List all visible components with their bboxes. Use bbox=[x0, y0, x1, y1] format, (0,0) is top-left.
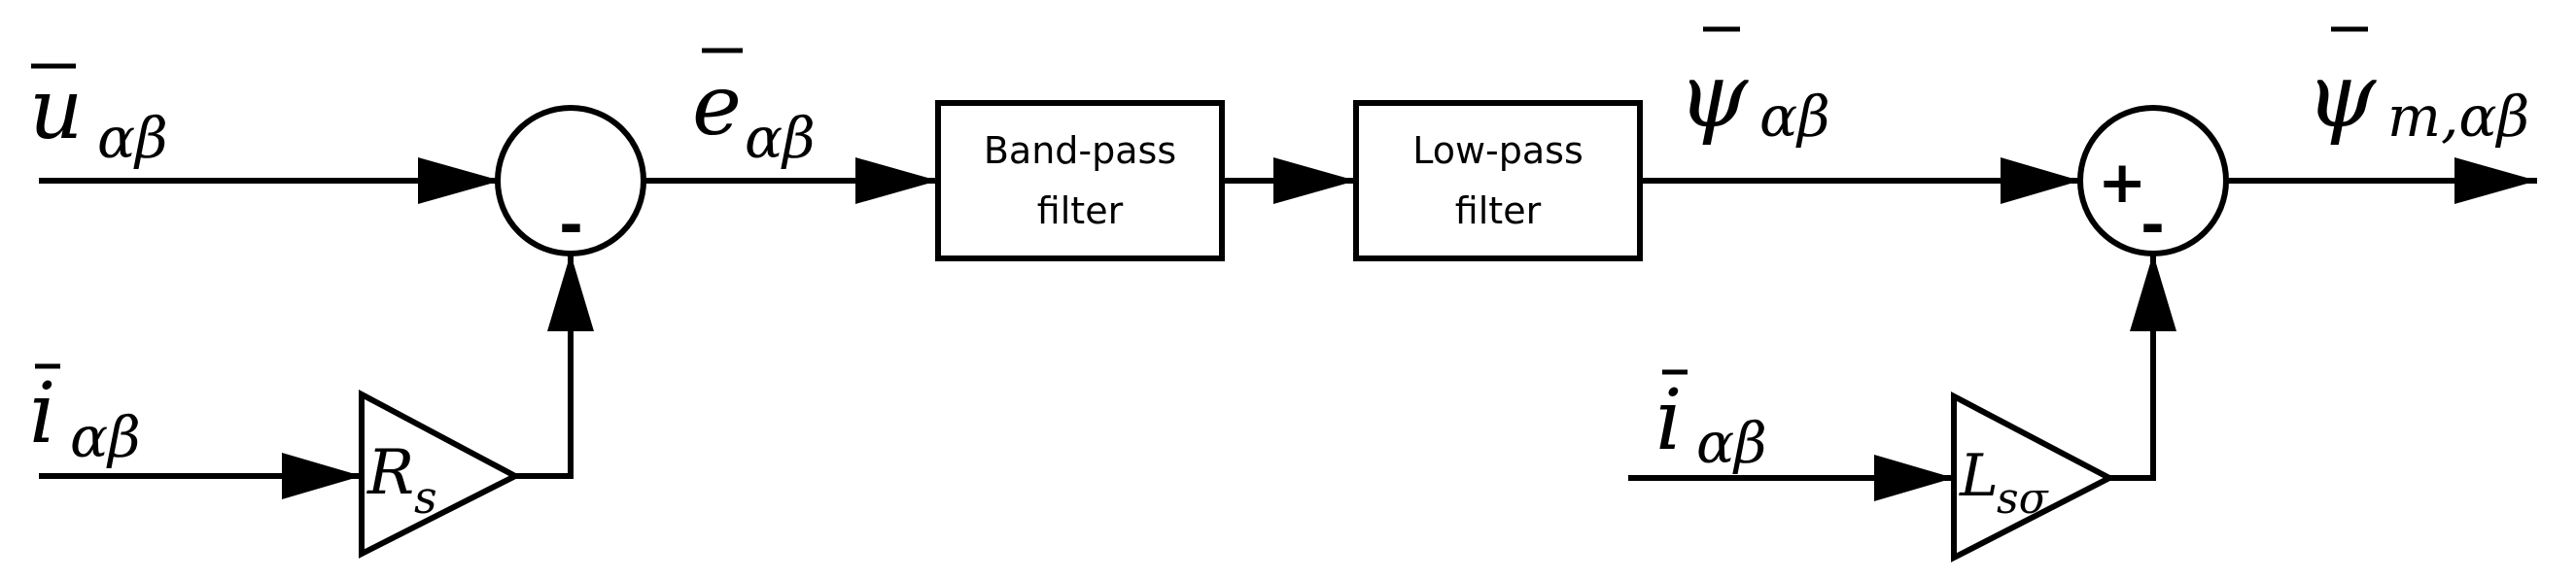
arrow-lsigma-to-sum2 bbox=[2130, 254, 2176, 331]
arrow-e-to-bandpass bbox=[855, 157, 938, 204]
lsigma-symbol: L bbox=[1959, 442, 1999, 510]
label-i-alpha-beta-1: i αβ bbox=[29, 363, 141, 470]
lsigma-subscript: sσ bbox=[1997, 474, 2050, 524]
psi-symbol: ψ bbox=[1678, 44, 1749, 148]
label-e-alpha-beta: e αβ bbox=[692, 48, 816, 171]
low-pass-filter-block bbox=[1353, 100, 1643, 261]
band-pass-line2: filter bbox=[1037, 189, 1124, 232]
arrow-rs-to-sum1 bbox=[547, 254, 594, 331]
label-u-alpha-beta: u αβ bbox=[29, 61, 168, 171]
u-subscript: αβ bbox=[97, 105, 168, 171]
i1-subscript: αβ bbox=[70, 404, 141, 470]
psi-m-subscript: m,αβ bbox=[2387, 84, 2529, 150]
label-psi-m-alpha-beta: ψ m,αβ bbox=[2306, 26, 2529, 150]
label-i-alpha-beta-2: i αβ bbox=[1655, 369, 1767, 476]
arrow-psi-to-sum2 bbox=[2001, 157, 2080, 204]
label-psi-alpha-beta: ψ αβ bbox=[1678, 26, 1830, 150]
arrow-i-to-lsigma bbox=[1874, 455, 1954, 501]
arrow-i-to-rs bbox=[282, 453, 362, 499]
arrow-u-to-sum1 bbox=[418, 157, 501, 204]
gain-block-rs bbox=[359, 390, 522, 559]
band-pass-filter-block bbox=[935, 100, 1225, 261]
i2-symbol: i bbox=[1655, 372, 1683, 469]
psi-subscript: αβ bbox=[1759, 84, 1830, 150]
gain-block-lsigma bbox=[1951, 392, 2116, 562]
sum2-plus-sign: + bbox=[2098, 149, 2146, 217]
sum1-minus-sign: - bbox=[559, 191, 583, 259]
u-symbol: u bbox=[29, 61, 83, 158]
arrow-bp-to-lp bbox=[1273, 157, 1356, 204]
sum2-minus-sign: - bbox=[2141, 191, 2165, 259]
rs-subscript: s bbox=[414, 471, 437, 524]
arrow-psi-m-output bbox=[2454, 157, 2537, 204]
rs-symbol: R bbox=[366, 437, 414, 509]
i1-symbol: i bbox=[29, 365, 56, 462]
i2-subscript: αβ bbox=[1696, 410, 1767, 476]
e-symbol: e bbox=[692, 57, 742, 154]
psi-m-symbol: ψ bbox=[2306, 44, 2377, 148]
low-pass-line2: filter bbox=[1455, 189, 1542, 232]
band-pass-line1: Band-pass bbox=[984, 129, 1176, 172]
e-subscript: αβ bbox=[745, 105, 816, 171]
low-pass-line1: Low-pass bbox=[1412, 129, 1584, 172]
